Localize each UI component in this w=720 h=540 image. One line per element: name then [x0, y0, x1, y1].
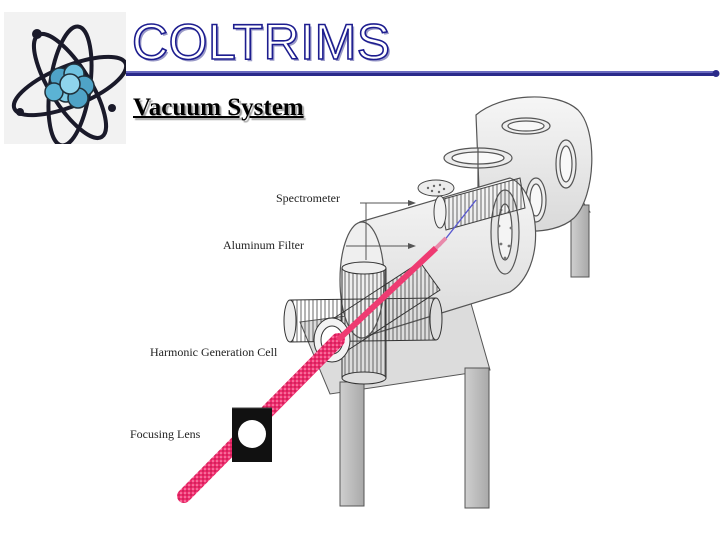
leader-lines [346, 200, 416, 260]
slide-subtitle: Vacuum System [133, 94, 304, 121]
label-spectrometer: Spectrometer [276, 191, 340, 205]
label-harmonic-generation-cell: Harmonic Generation Cell [150, 345, 278, 359]
label-focusing-lens: Focusing Lens [130, 427, 201, 441]
atom-icon [4, 12, 126, 144]
spectrometer-coil [417, 177, 526, 247]
title-rule [126, 70, 720, 77]
focusing-lens [232, 407, 272, 462]
label-aluminum-filter: Aluminum Filter [223, 238, 304, 252]
slide-title: COLTRIMS [131, 13, 391, 71]
